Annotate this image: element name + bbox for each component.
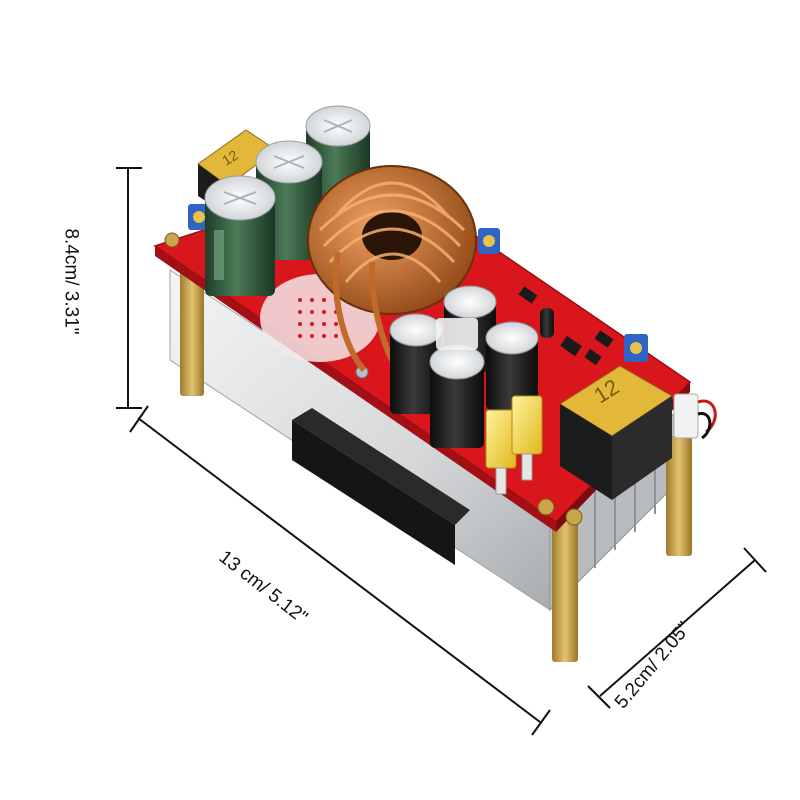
capacitor-green-3 — [204, 175, 276, 296]
output-terminal: 12 — [559, 365, 717, 500]
capacitor-black-3 — [389, 313, 443, 414]
cooling-fan — [292, 408, 470, 565]
smd-components — [518, 286, 648, 366]
brass-standoffs — [180, 262, 692, 662]
input-fuse-marking: 12 — [219, 147, 241, 169]
blade-fuses — [485, 395, 543, 495]
length-dimension-line — [137, 417, 541, 723]
standoff-left — [180, 262, 204, 396]
standoff-right — [666, 436, 692, 556]
output-capacitors — [389, 285, 539, 448]
width-dimension-label: 5.2cm/ 2.05" — [610, 618, 696, 713]
dimension-lines — [116, 167, 767, 736]
capacitor-black-4 — [429, 344, 485, 448]
blade-fuse-2 — [511, 395, 543, 481]
capacitor-black-2 — [485, 321, 539, 410]
input-capacitors — [204, 105, 371, 296]
length-dimension-label: 13 cm/ 5.12" — [214, 546, 312, 629]
width-dimension-line — [599, 559, 756, 697]
standoff-front — [552, 520, 578, 662]
height-dimension-label: 8.4cm/ 3.31" — [60, 228, 82, 335]
toroid-inductor — [307, 165, 500, 373]
